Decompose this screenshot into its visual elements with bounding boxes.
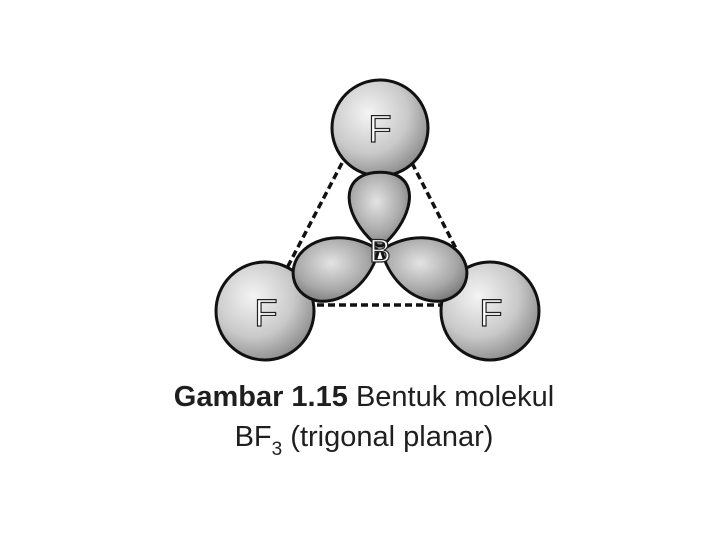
caption-text-1: Bentuk molekul (355, 381, 555, 413)
figure-label: Gambar 1.15 (173, 381, 348, 413)
formula-subscript: 3 (271, 439, 283, 460)
orbital-lobe-left (291, 236, 380, 303)
fluorine-label-right: F (479, 293, 502, 335)
triangle-edge-right (410, 162, 468, 269)
fluorine-atom-left (214, 260, 316, 362)
fluorine-label-top: F (368, 109, 391, 151)
figure-caption-line-2: BF3 (trigonal planar) (0, 420, 728, 460)
boron-orbitals (291, 170, 469, 303)
orbital-lobe-right (380, 236, 469, 303)
orbital-lobe-top (347, 170, 411, 248)
boron-label: B (369, 233, 390, 269)
formula: BF3 (234, 421, 283, 460)
triangle-edge-left (285, 162, 344, 269)
triangle-outline (285, 162, 468, 307)
formula-main: BF (234, 421, 272, 453)
figure-caption-line-1: Gambar 1.15 Bentuk molekul (0, 380, 728, 414)
fluorine-atoms (214, 78, 541, 362)
fluorine-atom-right (439, 260, 541, 362)
fluorine-label-left: F (254, 293, 277, 335)
caption-text-2: (trigonal planar) (290, 421, 494, 453)
